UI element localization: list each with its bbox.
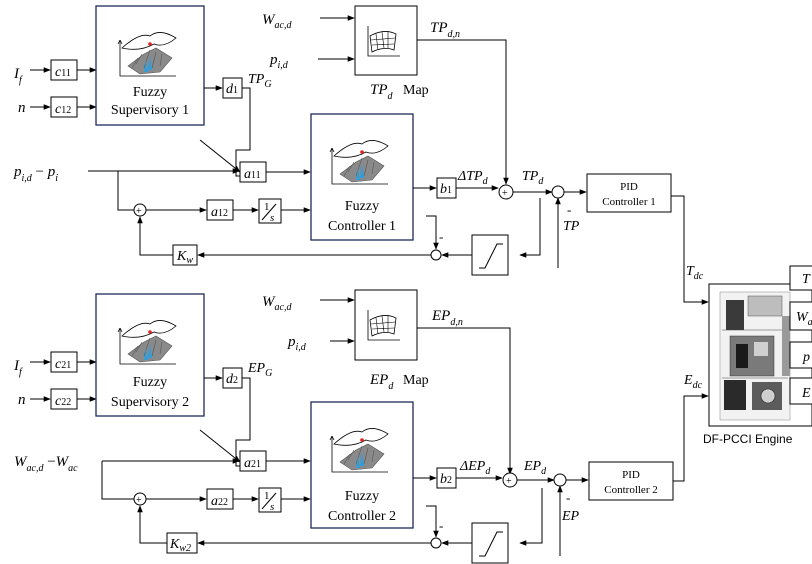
svg-text:+: + bbox=[502, 188, 508, 199]
lower-input-if: If bbox=[13, 358, 23, 378]
upper-a12-label: a12 bbox=[211, 205, 228, 220]
lower-loop: If c21 n c22 Fuzzy Supervisory 2 d2 EPG … bbox=[13, 289, 709, 564]
lower-d2-label: d2 bbox=[226, 372, 238, 387]
lower-controller-subtitle: Controller 2 bbox=[328, 509, 396, 524]
svg-text:PID: PID bbox=[622, 469, 640, 481]
svg-text:+: + bbox=[136, 206, 142, 217]
upper-map-output-label: TPd,n bbox=[430, 20, 460, 40]
lower-b2-label: b2 bbox=[440, 472, 452, 487]
lower-supervisory-subtitle: Supervisory 2 bbox=[111, 395, 189, 410]
upper-input-if: If bbox=[13, 66, 23, 86]
upper-map-input-w: Wac,d bbox=[262, 12, 292, 31]
lower-map-label: Map bbox=[403, 373, 429, 388]
lower-saturation-block bbox=[471, 522, 509, 564]
engine-output-3 bbox=[789, 341, 812, 369]
svg-text:E: E bbox=[801, 386, 811, 401]
upper-kw-label: Kw bbox=[176, 249, 193, 266]
upper-supervisory-subtitle: Supervisory 1 bbox=[111, 103, 189, 118]
upper-pid-block bbox=[586, 173, 672, 213]
lower-ref-label: EPd bbox=[523, 459, 547, 477]
upper-supervisory-title: Fuzzy bbox=[133, 85, 167, 100]
svg-text:+: + bbox=[136, 495, 142, 506]
upper-error-junction bbox=[551, 185, 565, 199]
engine-image bbox=[719, 291, 791, 421]
upper-c11-label: c11 bbox=[55, 65, 71, 80]
upper-output-label: Tdc bbox=[686, 264, 704, 282]
svg-text:PID: PID bbox=[620, 181, 638, 193]
svg-text:s: s bbox=[270, 212, 274, 224]
svg-text:+: + bbox=[506, 476, 512, 487]
upper-tpg-label: TPG bbox=[248, 72, 272, 90]
lower-map-output-label: EPd,n bbox=[431, 308, 463, 328]
svg-text:-: - bbox=[566, 490, 570, 505]
lower-c21-label: c21 bbox=[55, 357, 71, 372]
upper-saturation-block bbox=[471, 234, 509, 276]
svg-text:1: 1 bbox=[264, 201, 270, 213]
lower-map-input-p: pi,d bbox=[287, 334, 307, 353]
lower-output-label: Edc bbox=[683, 373, 703, 391]
upper-map-input-p: pi,d bbox=[269, 52, 289, 71]
upper-map-name: TPd bbox=[370, 82, 394, 102]
lower-map-input-w: Wac,d bbox=[262, 294, 292, 313]
svg-text:Controller 1: Controller 1 bbox=[602, 196, 655, 208]
lower-delta-label: ΔEPd bbox=[459, 459, 491, 477]
lower-a22-label: a22 bbox=[211, 494, 228, 509]
upper-delta-label: ΔTPd bbox=[457, 169, 489, 187]
lower-supervisory-title: Fuzzy bbox=[133, 375, 167, 390]
lower-epg-label: EPG bbox=[247, 361, 272, 379]
upper-ref-label: TPd bbox=[522, 169, 544, 187]
engine-block: T Wa p E DF-PCCI Engine bbox=[703, 265, 812, 446]
engine-output-1 bbox=[789, 265, 812, 291]
svg-text:Controller 2: Controller 2 bbox=[604, 484, 657, 496]
svg-text:-: - bbox=[439, 518, 443, 533]
lower-map-name: EPd bbox=[369, 372, 394, 392]
lower-c22-label: c22 bbox=[55, 394, 71, 409]
upper-c12-label: c12 bbox=[55, 102, 71, 117]
upper-a11-label: a11 bbox=[244, 167, 261, 182]
lower-error-input: Wac,d −Wac bbox=[14, 454, 78, 474]
upper-map-label: Map bbox=[403, 83, 429, 98]
engine-output-4 bbox=[789, 377, 812, 405]
svg-text:T: T bbox=[802, 272, 811, 287]
lower-kw2-label: Kw2 bbox=[169, 537, 191, 554]
upper-error-input: pi,d − pi bbox=[13, 164, 58, 184]
engine-output-2 bbox=[789, 301, 812, 331]
lower-pid-block bbox=[588, 461, 674, 501]
svg-text:1: 1 bbox=[264, 490, 270, 502]
upper-controller-subtitle: Controller 1 bbox=[328, 219, 396, 234]
upper-windup-junction bbox=[430, 249, 442, 261]
upper-b1-label: b1 bbox=[440, 182, 452, 197]
svg-text:Wa: Wa bbox=[796, 310, 812, 328]
upper-d1-label: d1 bbox=[226, 82, 238, 97]
upper-controller-title: Fuzzy bbox=[345, 199, 379, 214]
lower-controller-title: Fuzzy bbox=[345, 489, 379, 504]
svg-text:p: p bbox=[802, 350, 810, 365]
upper-feedback-label: TP bbox=[563, 219, 580, 234]
lower-error-junction bbox=[553, 473, 567, 487]
svg-text:-: - bbox=[567, 202, 571, 217]
svg-text:-: - bbox=[439, 229, 443, 244]
lower-input-n: n bbox=[18, 392, 26, 408]
lower-feedback-label: EP bbox=[561, 509, 580, 524]
upper-input-n: n bbox=[18, 100, 26, 116]
svg-text:s: s bbox=[270, 501, 274, 513]
engine-label: DF-PCCI Engine bbox=[703, 432, 793, 446]
lower-a21-label: a21 bbox=[244, 456, 261, 471]
upper-loop: If c11 n c12 Fuzzy Supervisory 1 d1 TPG … bbox=[13, 5, 709, 305]
lower-windup-junction bbox=[430, 537, 442, 549]
